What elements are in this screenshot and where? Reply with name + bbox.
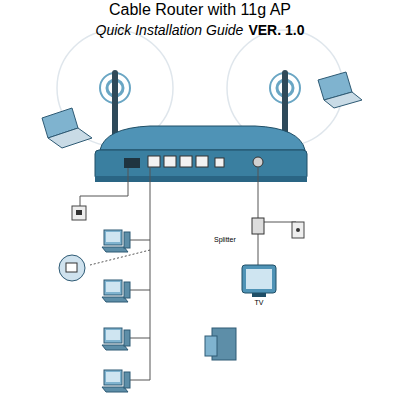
splitter [252,218,264,234]
zoom-detail [59,255,85,281]
cables [80,167,296,380]
part-label: Splitter [214,236,236,243]
laptop-left [42,108,92,148]
title: Cable Router with 11g AP [109,1,291,19]
tv [242,265,276,297]
wifi-waves [100,73,300,103]
router [95,126,307,182]
version: VER. 1.0 [248,22,304,38]
laptop-right [318,72,362,108]
subtitle: Quick Installation Guide [96,22,244,38]
server [205,328,236,360]
part-label: TV [255,299,264,306]
